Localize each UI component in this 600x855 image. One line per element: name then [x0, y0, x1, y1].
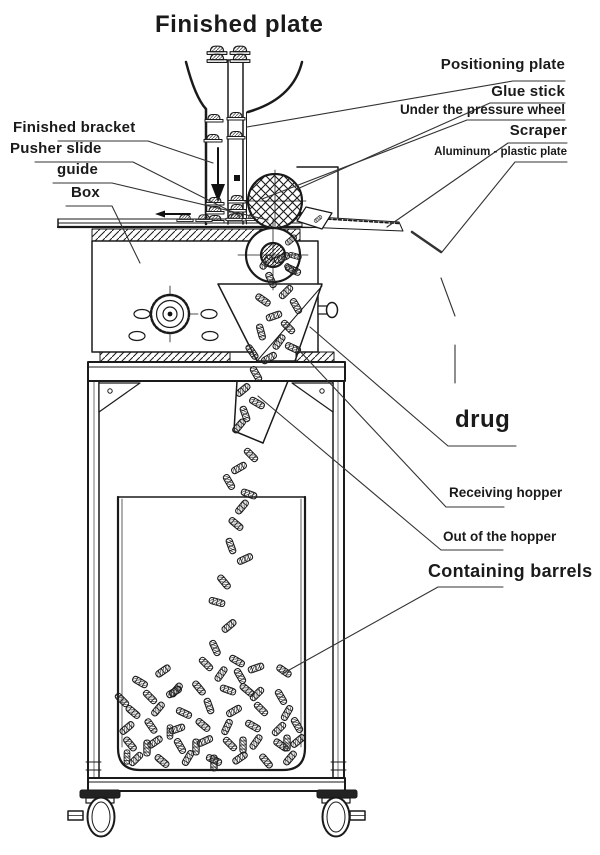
glue-stick-wheel: [243, 169, 307, 233]
label-under-pressure-wheel: Under the pressure wheel: [399, 102, 565, 117]
label-box: Box: [71, 184, 100, 201]
box-knob: [317, 301, 339, 319]
handwheel: [141, 285, 199, 343]
label-glue-stick: Glue stick: [491, 83, 565, 100]
feed-arrow: [211, 147, 225, 202]
box-slots: [128, 308, 219, 342]
label-positioning-plate: Positioning plate: [440, 56, 565, 73]
leader-lines: [34, 80, 568, 675]
label-drug: drug: [455, 406, 511, 433]
finished-plate-chute: [184, 59, 304, 226]
scraper-shape: [296, 206, 333, 230]
label-finished-bracket: Finished bracket: [13, 119, 136, 136]
label-containing-barrels: Containing barrels: [428, 561, 593, 581]
label-out-of-hopper: Out of the hopper: [443, 529, 557, 544]
caster-right: [316, 789, 366, 838]
label-receiving-hopper: Receiving hopper: [449, 485, 563, 500]
label-finished-plate: Finished plate: [155, 11, 324, 38]
pusher-arrow-left: [155, 210, 191, 218]
label-pusher-slide: Pusher slide: [10, 140, 102, 157]
caster-left: [67, 789, 121, 838]
label-aluminum-plastic-plate: Aluminum - plastic plate: [434, 146, 567, 158]
stand-frame: [85, 361, 347, 792]
label-guide: guide: [57, 161, 98, 178]
hopper-outlet: [233, 380, 289, 444]
label-scraper: Scraper: [509, 122, 567, 139]
